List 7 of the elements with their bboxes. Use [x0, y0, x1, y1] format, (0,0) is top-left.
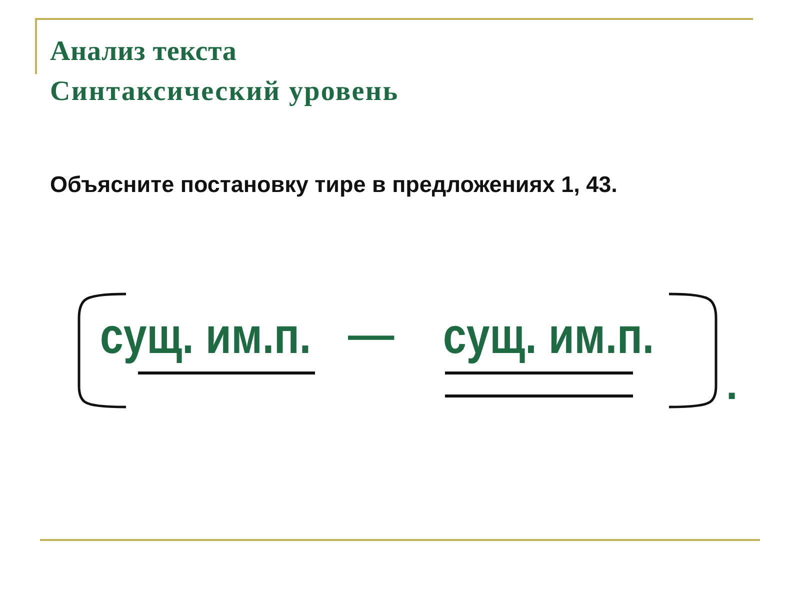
task-text: Объясните постановку тире в предложениях 1, 43. — [50, 174, 618, 196]
period-text: . — [726, 364, 738, 406]
scheme-text: сущ. им.п. — [100, 311, 312, 362]
slide-title: Анализ текста — [50, 38, 237, 66]
slide-subtitle: Синтаксический уровень — [50, 78, 399, 106]
dash-text: — — [348, 314, 394, 356]
scheme-text: сущ. им.п. — [443, 311, 654, 362]
